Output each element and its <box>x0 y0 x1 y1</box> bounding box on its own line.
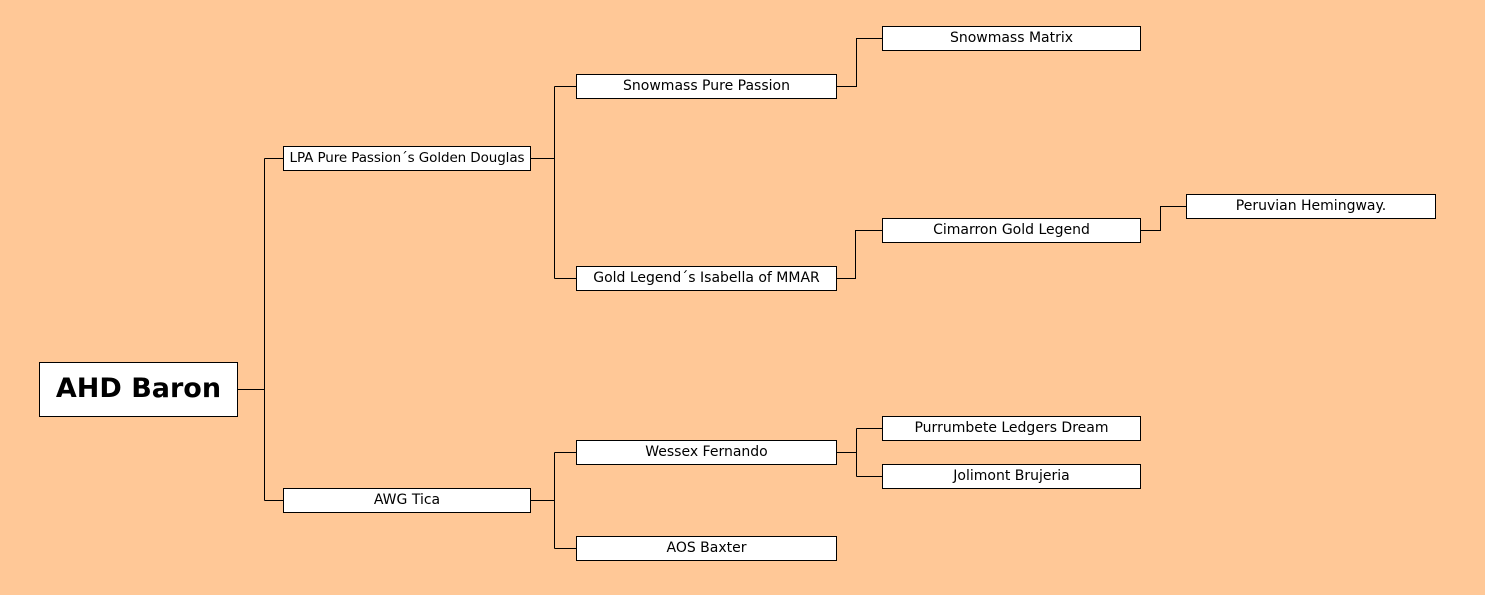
pedigree-node-subject: AHD Baron <box>39 362 238 417</box>
pedigree-node-dam-sire: Wessex Fernando <box>576 440 837 465</box>
pedigree-node-dam: AWG Tica <box>283 488 531 513</box>
pedigree-node-dam-sire-dam: Jolimont Brujeria <box>882 464 1141 489</box>
connector-dam <box>531 452 576 549</box>
pedigree-node-sire-sire: Snowmass Pure Passion <box>576 74 837 99</box>
connector-sds <box>1141 206 1186 231</box>
pedigree-node-sire-dam-sire-sire: Peruvian Hemingway. <box>1186 194 1436 219</box>
connector-ss <box>837 38 882 87</box>
connector-ds <box>837 428 882 477</box>
pedigree-node-sire: LPA Pure Passion´s Golden Douglas <box>283 146 531 171</box>
connector-sire <box>531 86 576 279</box>
pedigree-node-sire-dam-sire: Cimarron Gold Legend <box>882 218 1141 243</box>
pedigree-node-dam-sire-sire: Purrumbete Ledgers Dream <box>882 416 1141 441</box>
pedigree-node-sire-sire-sire: Snowmass Matrix <box>882 26 1141 51</box>
pedigree-node-dam-dam: AOS Baxter <box>576 536 837 561</box>
connector-sd <box>837 230 882 279</box>
pedigree-node-sire-dam: Gold Legend´s Isabella of MMAR <box>576 266 837 291</box>
connector-root <box>238 158 283 501</box>
